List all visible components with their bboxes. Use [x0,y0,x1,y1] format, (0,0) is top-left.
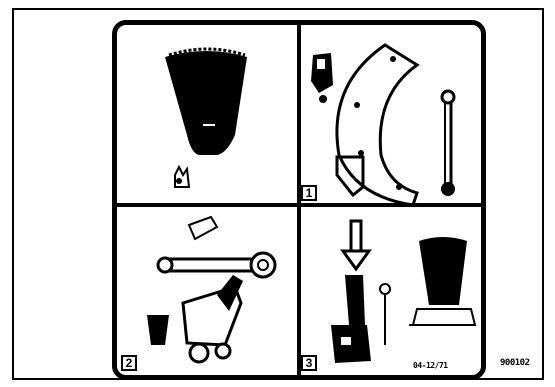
shift-knob-illustration [165,49,247,187]
step-label-2: 2 [121,355,137,371]
illustration-panel: 1 2 3 04-12/71 [112,20,486,380]
step-label-3: 3 [301,355,317,371]
lever-install-illustration [331,221,475,363]
illustration-svg [117,25,481,375]
step-label-1: 1 [301,185,317,201]
inner-code: 04-12/71 [413,361,448,370]
figure-frame: 1 2 3 04-12/71 900102 [12,8,544,380]
linkage-illustration [147,217,275,362]
figure-code: 900102 [500,358,530,368]
shift-pattern-illustration [311,45,455,205]
